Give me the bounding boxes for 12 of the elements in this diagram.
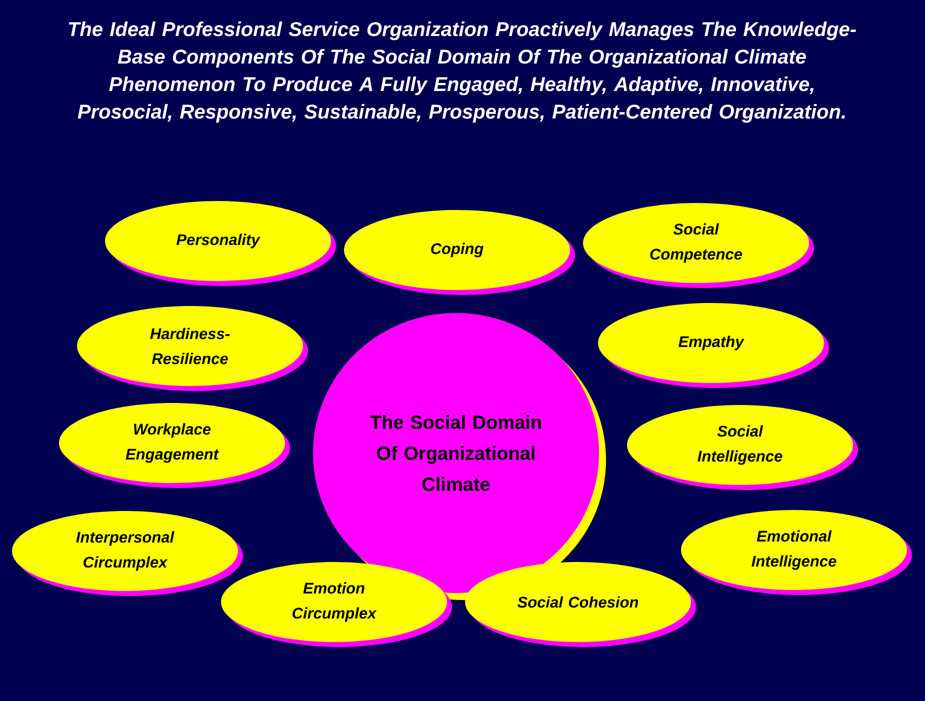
title: The Ideal Professional Service Organization Proactively Manages The Knowledge-Base Components Of The Social Domain Of The Organizational Climate Phenomenon To Produce A Fully Engaged, Healthy, Adaptive, Innovative, Prosocial, Responsive, Sustainable, Prosperous, Patient-Centered Organization. (68, 22, 856, 123)
ellipse-node: Personality (105, 201, 336, 286)
ellipse-node: Social Competence (583, 203, 814, 288)
ellipse-node: Interpersonal Circumplex (12, 511, 243, 596)
ellipse-node: Emotion Circumplex (221, 562, 452, 647)
ellipse-node: Coping (344, 210, 575, 295)
ellipse-node: Workplace Engagement (59, 403, 290, 488)
ellipse-node: Social Cohesion (465, 562, 696, 647)
ellipse-node: Social Intelligence (627, 405, 858, 490)
ellipse-node: Hardiness-Resilience (77, 306, 308, 391)
ellipse-node: Emotional Intelligence (681, 510, 912, 595)
ellipse-node: Empathy (598, 303, 830, 388)
